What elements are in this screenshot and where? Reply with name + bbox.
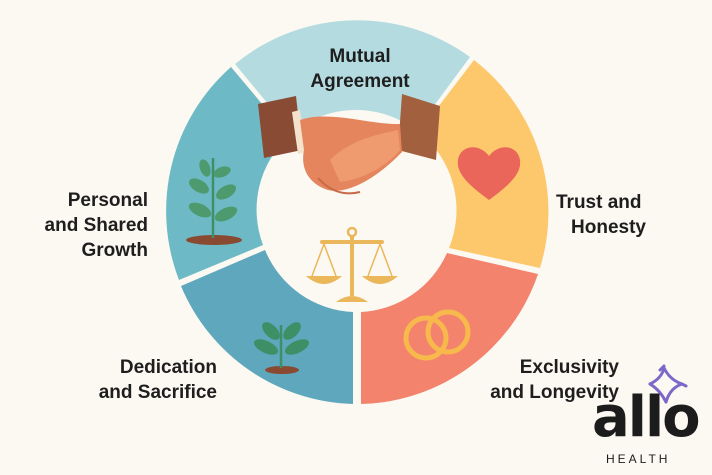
- sprout-icon: [253, 322, 310, 374]
- logo-sub: HEALTH: [606, 452, 671, 466]
- label-personal-shared-growth: Personal and Shared Growth: [44, 190, 148, 261]
- rings-icon: [403, 309, 471, 361]
- label-mutual-agreement: Mutual Agreement: [310, 46, 410, 92]
- label-trust-honesty: Trust and Honesty: [556, 192, 646, 238]
- balance-scale-icon: [306, 226, 398, 302]
- label-dedication-sacrifice: Dedication and Sacrifice: [98, 357, 217, 403]
- handshake-icon: [258, 94, 440, 195]
- label-exclusivity-longevity: Exclusivity and Longevity: [490, 357, 619, 403]
- plant-icon: [186, 158, 242, 245]
- logo-word: allo: [592, 385, 701, 450]
- segment-exclusivity-longevity: [361, 253, 538, 404]
- heart-icon: [457, 147, 521, 200]
- allo-health-logo: allo HEALTH: [592, 368, 704, 468]
- logo-sparkle-icon: [648, 364, 688, 404]
